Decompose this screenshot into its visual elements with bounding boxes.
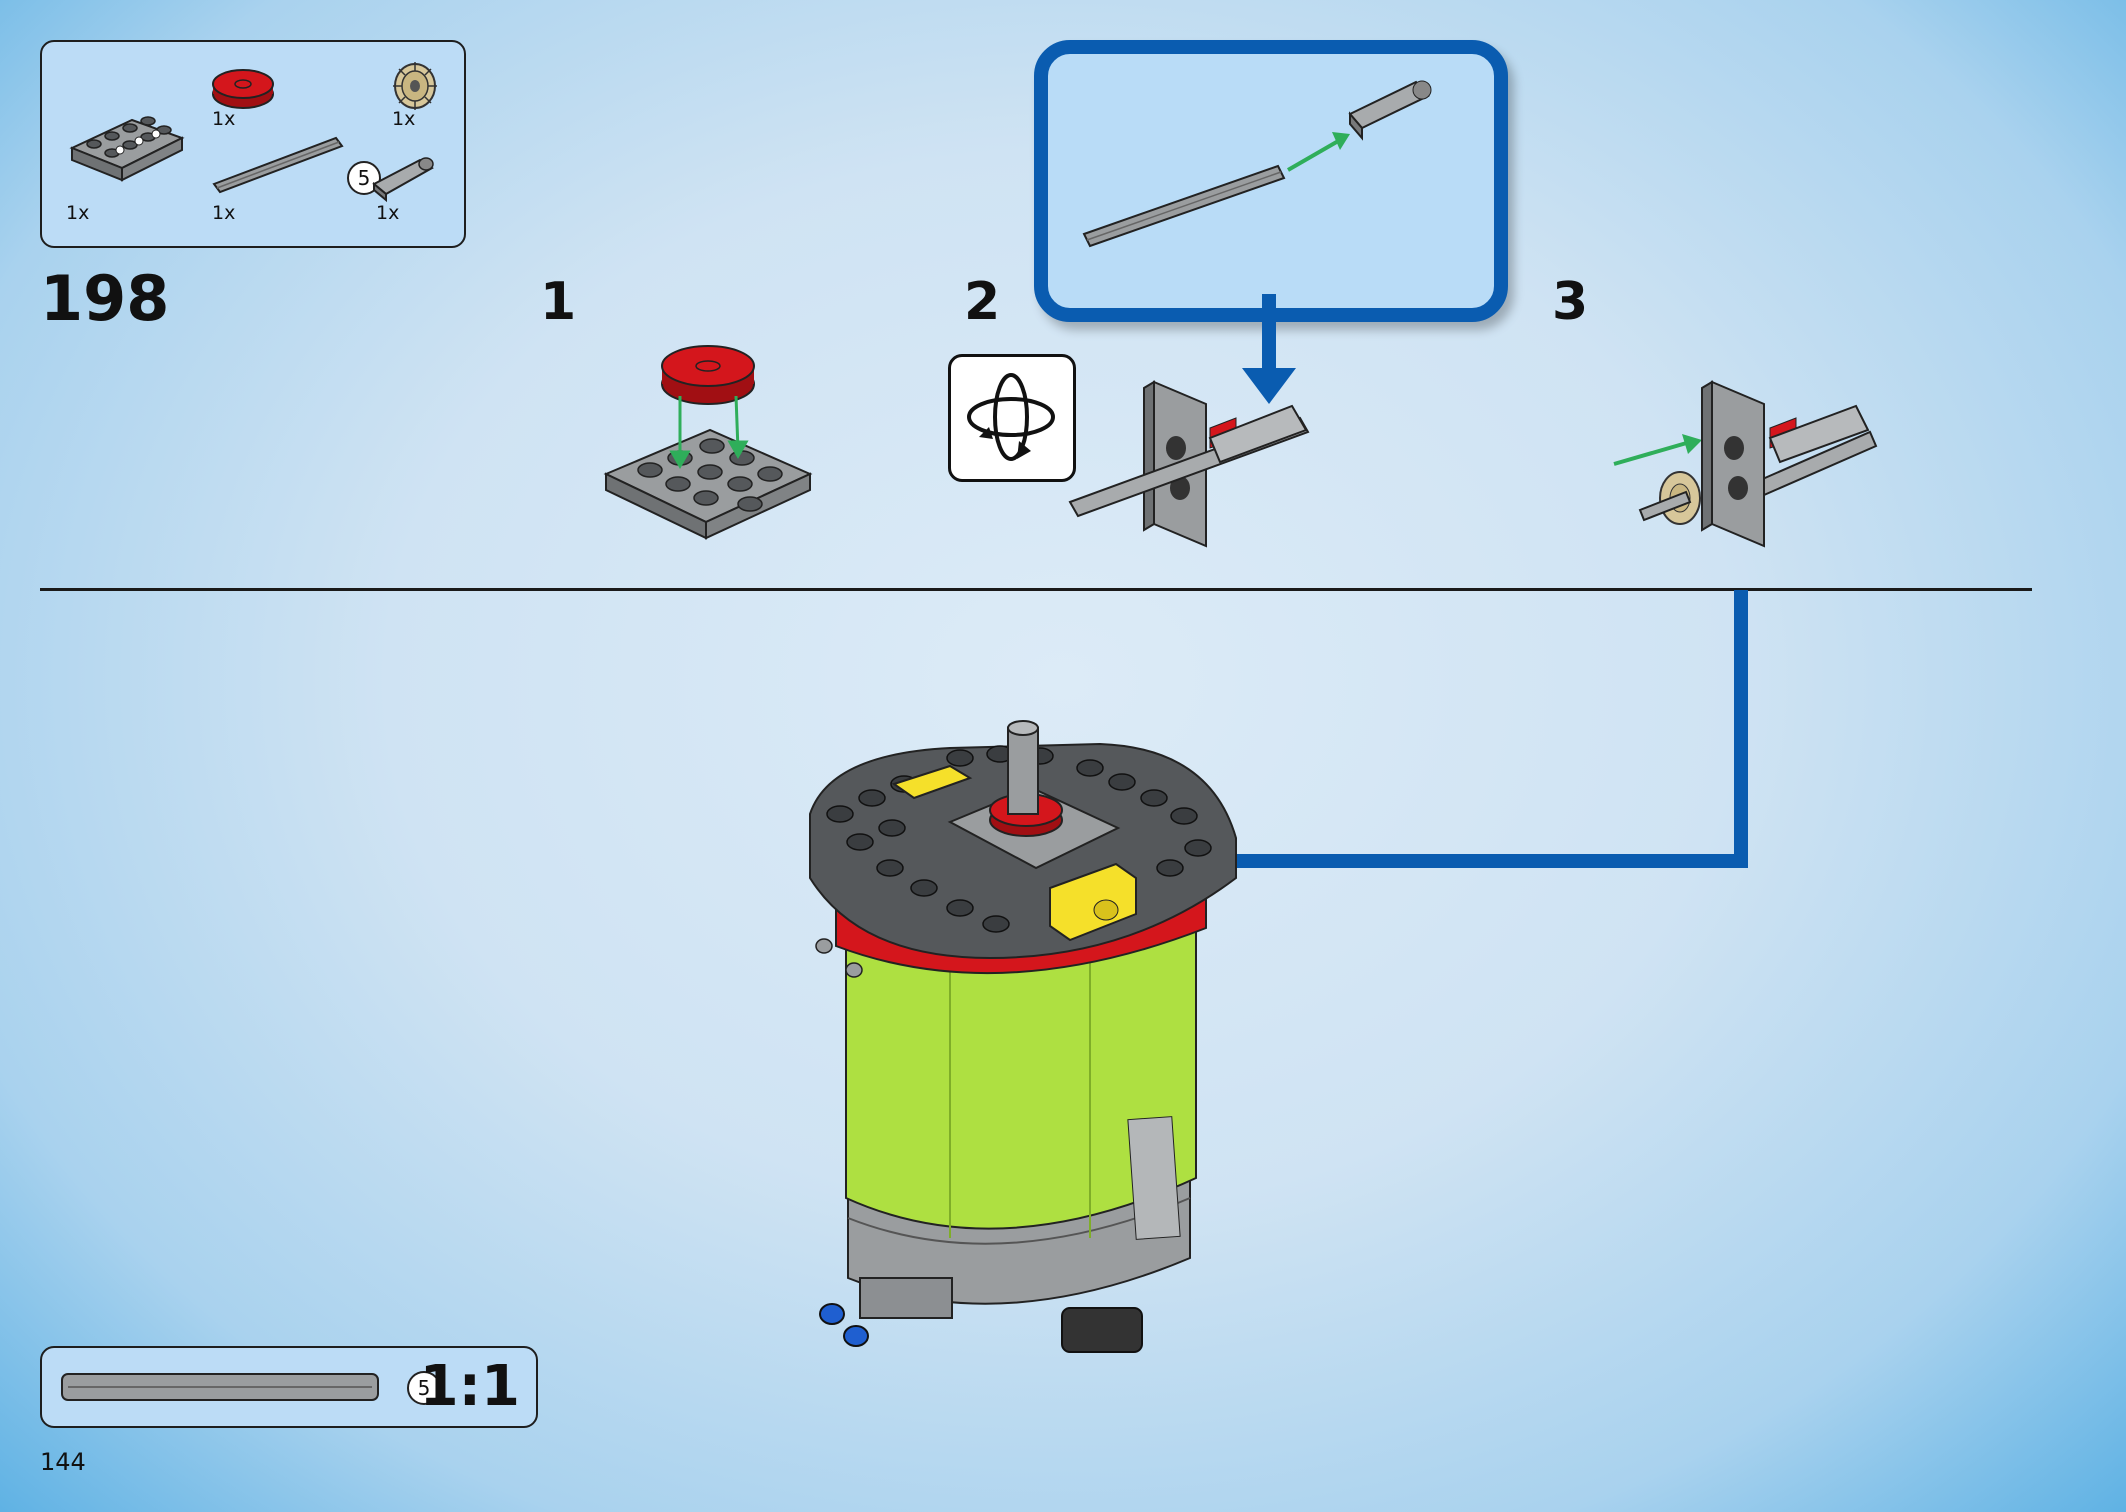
gear-tan-icon [393, 62, 437, 110]
callout-illustration [1082, 80, 1432, 248]
substep-3-illustration [1613, 380, 1878, 548]
parts-qty: 1x [376, 202, 400, 224]
axle-length-label: 5 [358, 166, 371, 190]
plate-2x4-icon [69, 116, 185, 182]
scale-ratio: 1:1 [419, 1354, 520, 1419]
main-model-illustration [809, 720, 1237, 1353]
substep-number-3: 3 [1552, 272, 1589, 332]
subassembly-callout [1034, 40, 1508, 322]
page-number: 144 [40, 1448, 86, 1476]
parts-qty: 1x [212, 108, 236, 130]
step-divider [40, 588, 2032, 591]
substep-number-1: 1 [540, 272, 577, 332]
callout-arrow [1242, 294, 1296, 404]
parts-list-box: 1x 1x 1x 5 1x 1x [40, 40, 466, 248]
axle-connector-icon [372, 157, 434, 203]
round-tile-red-icon [212, 69, 274, 109]
parts-qty: 1x [392, 108, 416, 130]
substep-1-illustration [603, 345, 813, 540]
rotate-model-box [948, 354, 1076, 482]
parts-qty: 1x [212, 202, 236, 224]
parts-qty: 1x [66, 202, 90, 224]
axle-5-icon: 5 [212, 136, 381, 195]
step-number: 198 [40, 262, 170, 335]
rotate-model-icon [967, 373, 1055, 461]
scale-guide-box: 5 1:1 [40, 1346, 538, 1428]
substep-number-2: 2 [964, 272, 1001, 332]
scale-length-label: 5 [418, 1376, 431, 1400]
substep-2-illustration [1068, 380, 1310, 548]
axle-5-scale-icon: 5 [61, 1371, 441, 1405]
